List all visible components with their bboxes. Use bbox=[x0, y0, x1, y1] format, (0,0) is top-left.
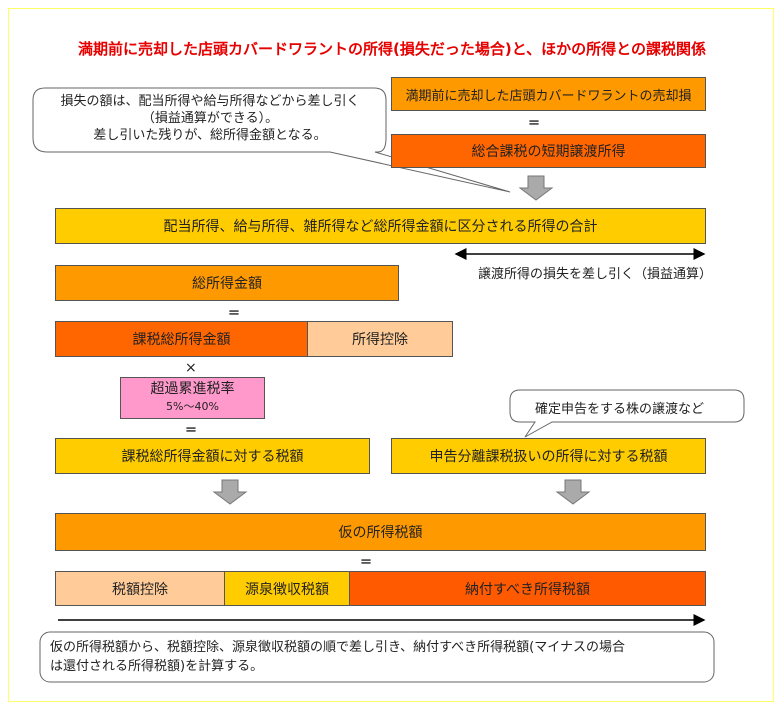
callout-top-bubble bbox=[32, 87, 511, 193]
box-total-income: 配当所得、給与所得、雑所得など総所得金額に区分される所得の合計 bbox=[55, 208, 706, 244]
box-gross-income: 総所得金額 bbox=[55, 265, 399, 301]
box-provisional-tax: 仮の所得税額 bbox=[55, 513, 706, 551]
equals-3: ＝ bbox=[185, 423, 198, 437]
equals-2: ＝ bbox=[228, 306, 241, 320]
note-bottom-box bbox=[39, 631, 715, 683]
callout-top-text: 損失の額は、配当所得や給与所得などから差し引く （損益通算ができる）。 差し引い… bbox=[40, 93, 380, 144]
box-withholding: 源泉徴収税額 bbox=[224, 571, 350, 606]
equals-4: ＝ bbox=[360, 555, 373, 569]
box-short-transfer: 総合課税の短期譲渡所得 bbox=[391, 134, 706, 168]
diagram-title: 満期前に売却した店頭カバードワラントの所得(損失だった場合)と、ほかの所得との課… bbox=[78, 40, 706, 58]
note-bottom-text: 仮の所得税額から、税額控除、源泉徴収税額の順で差し引き、納付すべき所得税額(マイ… bbox=[50, 638, 710, 676]
note-bottom-line1: 仮の所得税額から、税額控除、源泉徴収税額の順で差し引き、納付すべき所得税額(マイ… bbox=[50, 640, 625, 655]
callout-right-bubble bbox=[509, 389, 745, 438]
callout-top-line3: 差し引いた残りが、総所得金額となる。 bbox=[93, 128, 327, 143]
down-arrow-1 bbox=[518, 175, 554, 201]
callout-top-line1: 損失の額は、配当所得や給与所得などから差し引く bbox=[60, 94, 360, 109]
box-tax-separate: 申告分離課税扱いの所得に対する税額 bbox=[391, 438, 706, 474]
diagram-frame bbox=[8, 8, 774, 702]
down-arrow-2 bbox=[212, 479, 248, 505]
box-tax-on-taxable: 課税総所得金額に対する税額 bbox=[55, 438, 370, 474]
progressive-rate-label: 超過累進税率 bbox=[150, 381, 235, 397]
box-progressive-rate: 超過累進税率 5%〜40% bbox=[120, 377, 265, 419]
equals-1: ＝ bbox=[528, 116, 541, 130]
box-taxable-income: 課税総所得金額 bbox=[55, 321, 308, 357]
down-arrow-3 bbox=[555, 479, 591, 505]
callout-top-line2: （損益通算ができる）。 bbox=[141, 111, 279, 126]
box-deduction: 所得控除 bbox=[307, 321, 453, 357]
box-sale-loss: 満期前に売却した店頭カバードワラントの売却損 bbox=[391, 77, 706, 111]
multiply-sign: × bbox=[185, 360, 197, 376]
box-tax-credit: 税額控除 bbox=[55, 571, 225, 606]
offset-label: 譲渡所得の損失を差し引く（損益通算） bbox=[478, 267, 713, 282]
callout-right-text: 確定申告をする株の譲渡など bbox=[535, 402, 705, 417]
progressive-rate-range: 5%〜40% bbox=[166, 400, 219, 413]
note-bottom-line2: は還付される所得税額)を計算する。 bbox=[50, 659, 264, 674]
box-tax-payable: 納付すべき所得税額 bbox=[349, 571, 706, 606]
